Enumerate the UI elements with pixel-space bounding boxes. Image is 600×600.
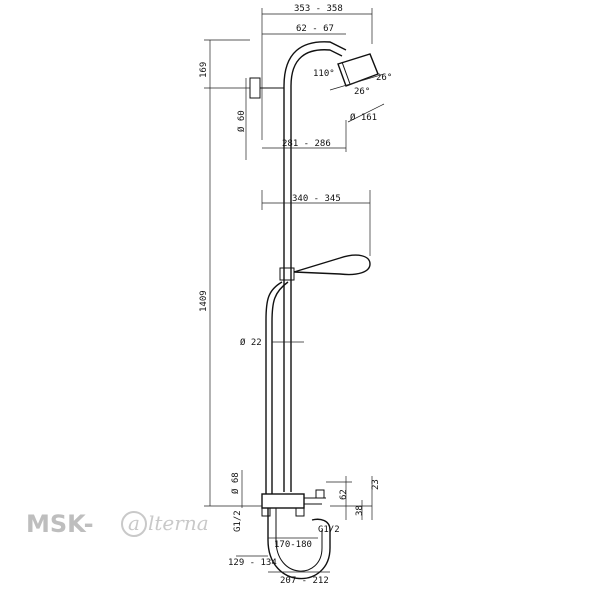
dim-spout-projection: 207 - 212 <box>280 576 329 586</box>
valve-handle-right <box>315 489 325 499</box>
svg-text:lterna: lterna <box>148 511 209 535</box>
dim-top-width: 353 - 358 <box>294 4 343 14</box>
wall-bracket <box>249 77 261 99</box>
dim-spout-length: 170-180 <box>274 540 312 550</box>
bath-mixer <box>261 493 305 509</box>
dim-arm-angle: 110° <box>313 69 335 79</box>
dim-hand-offset: 340 - 345 <box>292 194 341 204</box>
dim-spout-height: 23 <box>371 479 381 490</box>
hand-shower-holder <box>279 267 295 281</box>
shower-hose <box>265 281 283 494</box>
dim-valve-diameter: Ø 68 <box>230 472 241 494</box>
hand-shower <box>293 254 371 276</box>
dim-angle-b: 26° <box>376 73 392 83</box>
dim-total-height: 1409 <box>199 290 209 312</box>
dim-head-offset: 281 - 286 <box>282 139 331 149</box>
dim-bracket-height: 169 <box>199 62 209 78</box>
dim-angle-a: 26° <box>354 87 370 97</box>
dim-arm-reach: 62 - 67 <box>296 24 334 34</box>
dim-inlet-right: G1/2 <box>318 525 340 535</box>
svg-text:a: a <box>128 511 140 535</box>
dim-bracket-diameter: Ø 60 <box>236 110 247 132</box>
dim-pipe-diameter: Ø 22 <box>240 337 262 348</box>
dim-centers: 129 - 134 <box>228 558 277 568</box>
shower-arm <box>283 41 347 87</box>
shower-arm-inner <box>290 49 343 87</box>
head-shower <box>337 53 379 87</box>
dim-spout-drop: 38 <box>355 505 365 516</box>
watermark: MSK- a lterna <box>26 510 209 538</box>
inlet-left <box>261 507 271 517</box>
svg-text:MSK-: MSK- <box>26 510 94 538</box>
dim-mixer-height: 62 <box>339 489 349 500</box>
bath-hose-loop <box>267 508 331 580</box>
inlet-right <box>295 507 305 517</box>
dim-head-diameter: Ø 161 <box>350 112 377 123</box>
dim-inlet-left: G1/2 <box>233 510 243 532</box>
